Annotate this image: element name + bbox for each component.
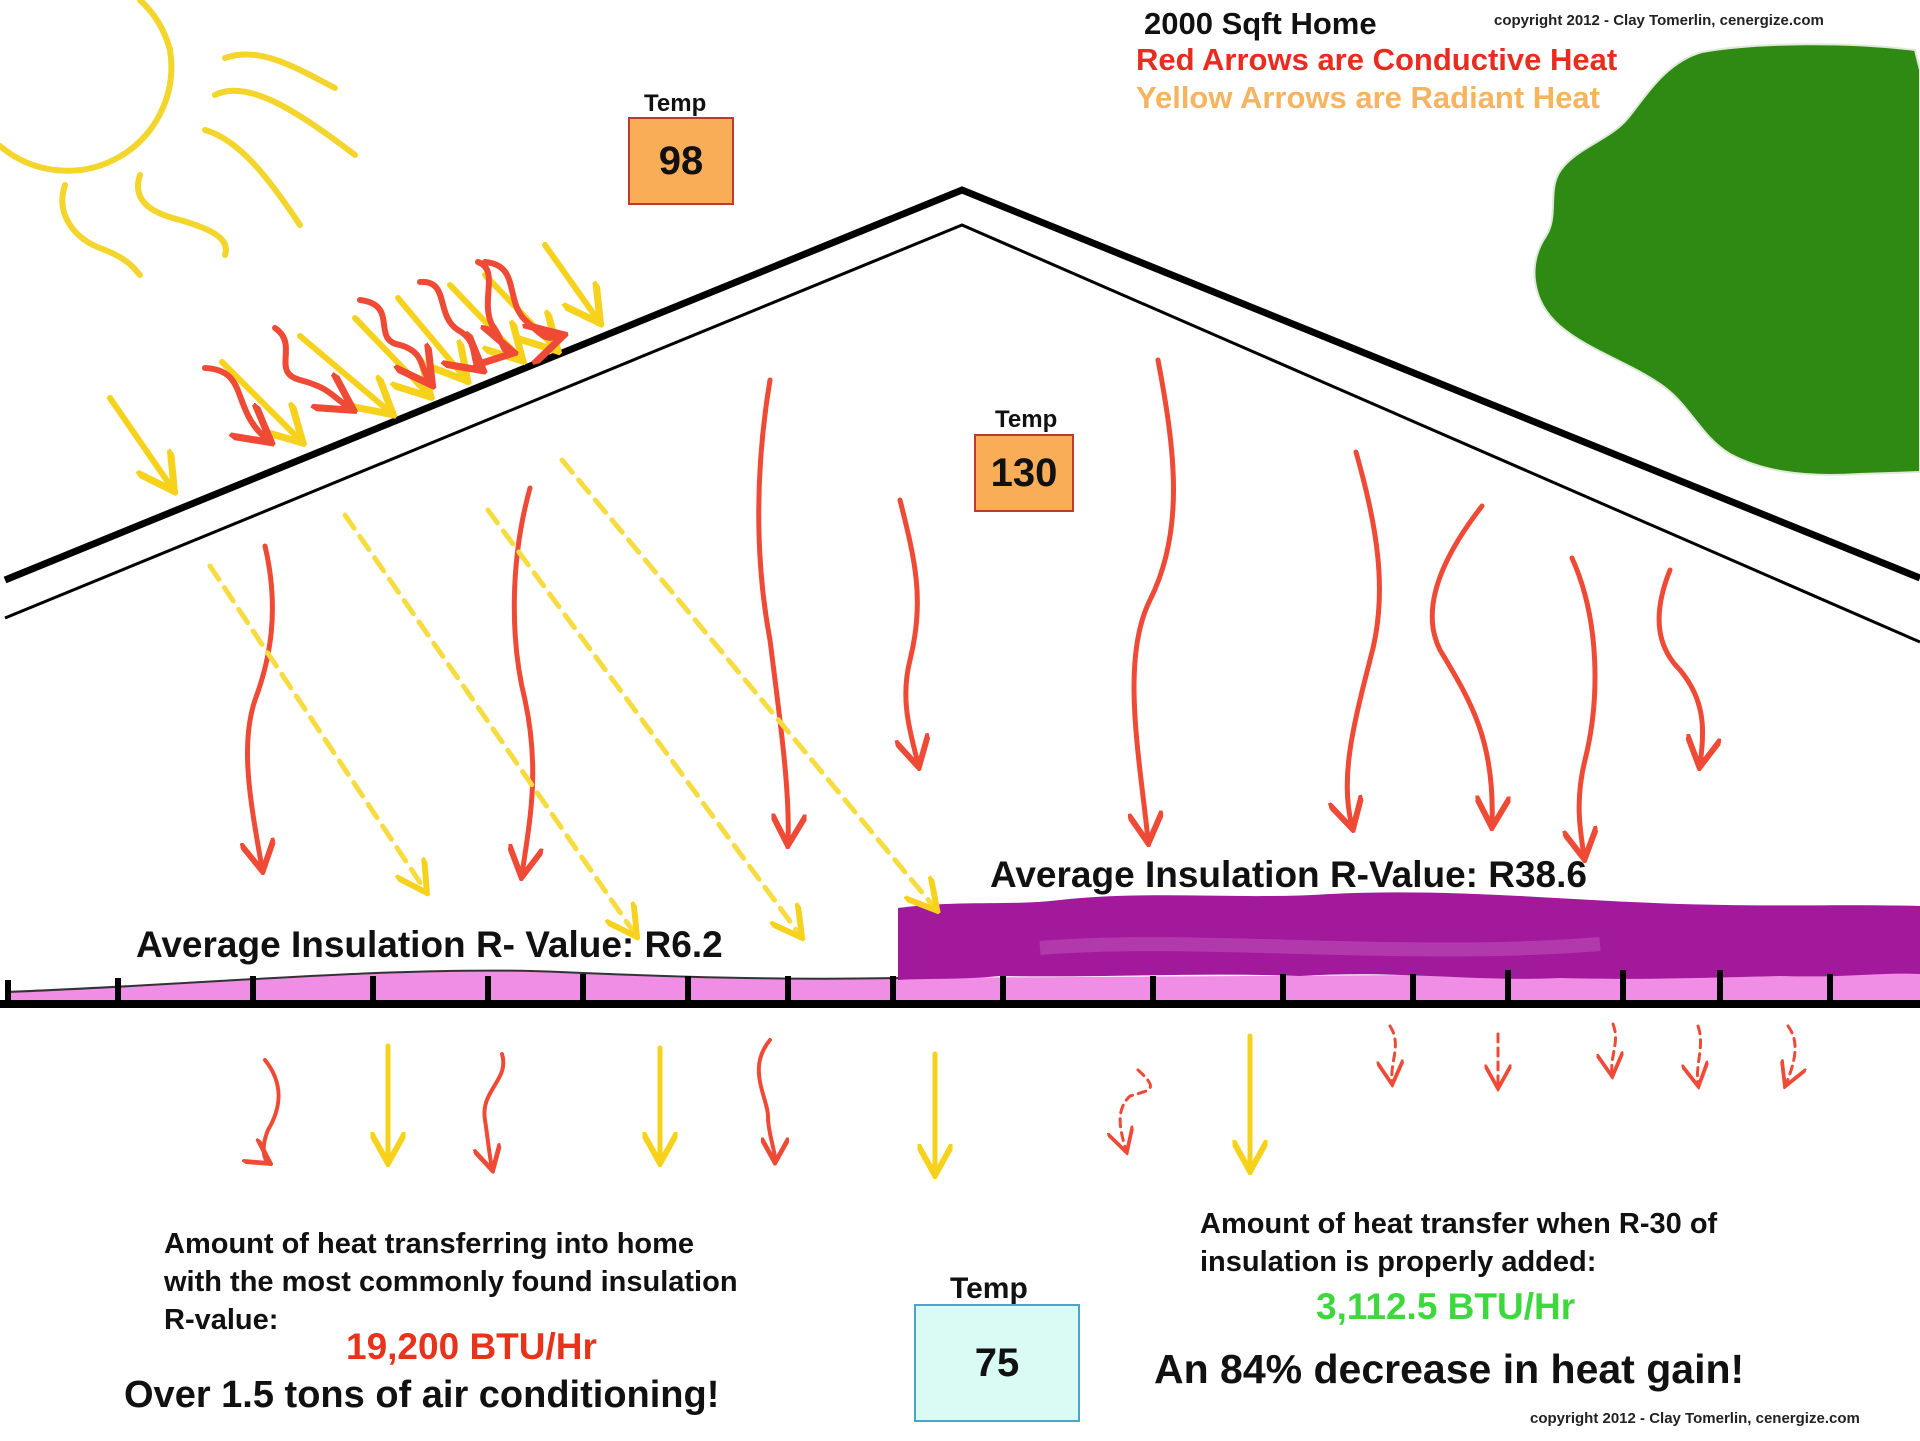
conductive-arrows-below-left [264, 1038, 775, 1168]
right-decrease-note: An 84% decrease in heat gain! [1154, 1346, 1745, 1392]
yellow-arrow-legend: Yellow Arrows are Radiant Heat [1136, 80, 1601, 115]
radiant-arrows-below [388, 1033, 1250, 1172]
inside-temp-label: Temp [950, 1272, 1028, 1305]
attic-temp-label: Temp [995, 406, 1058, 433]
roof [3, 186, 1920, 644]
inside-temp-box: 75 [914, 1304, 1080, 1422]
left-btu-value: 19,200 BTU/Hr [346, 1326, 597, 1367]
attic-temp-box: 130 [974, 434, 1074, 512]
conductive-arrows-below-right [1120, 1022, 1795, 1150]
insulation-left-label: Average Insulation R- Value: R6.2 [136, 924, 723, 965]
conductive-arrows-outside [202, 259, 560, 440]
radiant-arrows-attic [207, 457, 935, 935]
sun-icon [0, 0, 358, 278]
insulation-right-label: Average Insulation R-Value: R38.6 [990, 854, 1587, 895]
right-panel-line-1: Amount of heat transfer when R-30 of [1200, 1208, 1718, 1240]
left-tons-note: Over 1.5 tons of air conditioning! [124, 1374, 720, 1416]
copyright-top: copyright 2012 - Clay Tomerlin, cenergiz… [1494, 12, 1824, 29]
copyright-bottom: copyright 2012 - Clay Tomerlin, cenergiz… [1530, 1410, 1860, 1427]
right-btu-value: 3,112.5 BTU/Hr [1316, 1286, 1576, 1327]
outside-temp-label: Temp [644, 90, 707, 117]
red-arrow-legend: Red Arrows are Conductive Heat [1136, 42, 1618, 77]
conductive-arrows-attic [247, 357, 1702, 874]
left-panel-line-2: with the most commonly found insulation [164, 1266, 738, 1298]
outside-temp-box: 98 [628, 117, 734, 205]
home-size-label: 2000 Sqft Home [1144, 6, 1377, 41]
insulation-layer [0, 892, 1920, 1008]
left-panel-line-3: R-value: [164, 1304, 279, 1336]
tree-icon [1533, 43, 1920, 477]
right-panel-line-2: insulation is properly added: [1200, 1246, 1597, 1278]
left-panel-line-1: Amount of heat transferring into home [164, 1228, 695, 1260]
